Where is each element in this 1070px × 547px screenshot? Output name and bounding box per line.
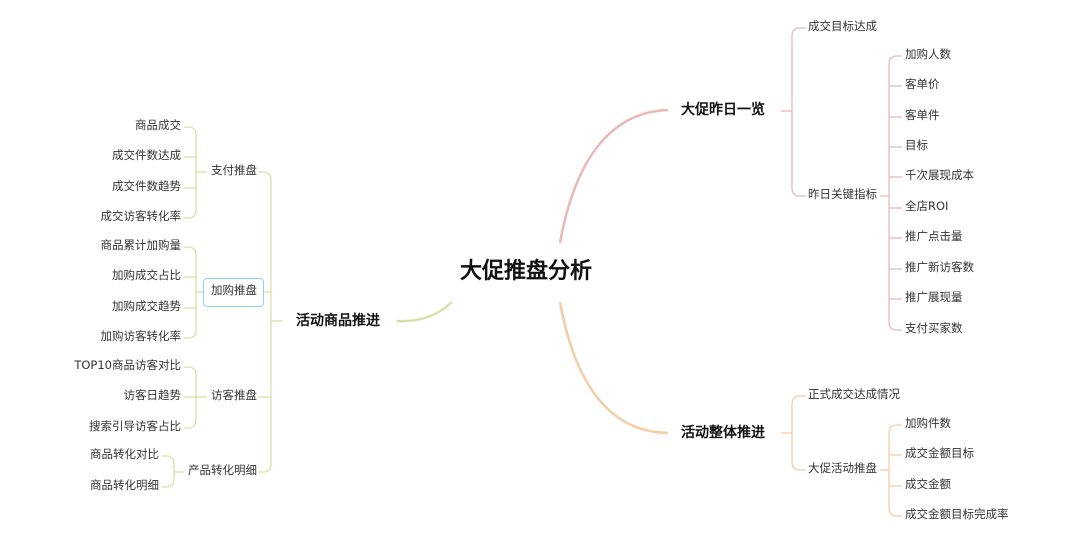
cart-item[interactable]: 商品累计加购量	[100, 238, 182, 252]
metric-item[interactable]: 客单价	[905, 77, 940, 91]
promo-item[interactable]: 成交金额目标完成率	[905, 507, 1009, 521]
target-achievement-node[interactable]: 成交目标达成	[808, 19, 877, 33]
conversion-group-node[interactable]: 产品转化明细	[188, 463, 257, 477]
metric-item[interactable]: 推广新访客数	[905, 260, 974, 274]
payment-group-node[interactable]: 支付推盘	[211, 163, 257, 177]
visitor-item[interactable]: 访客日趋势	[123, 388, 182, 402]
promo-activity-node[interactable]: 大促活动推盘	[808, 461, 877, 475]
promo-item[interactable]: 加购件数	[905, 416, 951, 430]
conversion-item[interactable]: 商品转化明细	[90, 478, 159, 492]
connector-root-overall	[558, 301, 669, 435]
metric-item[interactable]: 全店ROI	[905, 199, 949, 213]
payment-item[interactable]: 商品成交	[135, 118, 181, 132]
overall-progress-node[interactable]: 活动整体推进	[681, 425, 765, 441]
cart-group-node[interactable]: 加购推盘	[211, 283, 257, 297]
promo-item[interactable]: 成交金额目标	[905, 446, 974, 460]
conversion-item[interactable]: 商品转化对比	[90, 447, 159, 461]
metric-item[interactable]: 推广点击量	[905, 229, 963, 243]
cart-item[interactable]: 加购成交趋势	[112, 299, 181, 313]
payment-item[interactable]: 成交访客转化率	[100, 209, 182, 223]
cart-item[interactable]: 加购访客转化率	[100, 329, 182, 343]
payment-item[interactable]: 成交件数达成	[112, 148, 181, 162]
metric-item[interactable]: 目标	[905, 138, 928, 152]
product-progress-node[interactable]: 活动商品推进	[296, 313, 380, 329]
metric-item[interactable]: 客单件	[905, 108, 940, 122]
payment-item[interactable]: 成交件数趋势	[112, 179, 181, 193]
root-node[interactable]: 大促推盘分析	[460, 259, 593, 284]
visitor-item[interactable]: 搜索引导访客占比	[89, 419, 181, 433]
connector-root-overview	[558, 108, 669, 244]
formal-deal-node[interactable]: 正式成交达成情况	[808, 387, 900, 401]
visitor-item[interactable]: TOP10商品访客对比	[74, 358, 181, 372]
metric-item[interactable]: 加购人数	[905, 47, 951, 61]
key-metrics-node[interactable]: 昨日关键指标	[808, 187, 877, 201]
cart-item[interactable]: 加购成交占比	[112, 268, 181, 282]
connector-root-left	[396, 301, 453, 323]
metric-item[interactable]: 推广展现量	[905, 290, 963, 304]
overview-node[interactable]: 大促昨日一览	[681, 102, 765, 118]
visitor-group-node[interactable]: 访客推盘	[211, 388, 257, 402]
selected-node-frame	[203, 278, 264, 307]
metric-item[interactable]: 千次展现成本	[905, 168, 974, 182]
metric-item[interactable]: 支付买家数	[905, 321, 963, 335]
promo-item[interactable]: 成交金额	[905, 477, 951, 491]
